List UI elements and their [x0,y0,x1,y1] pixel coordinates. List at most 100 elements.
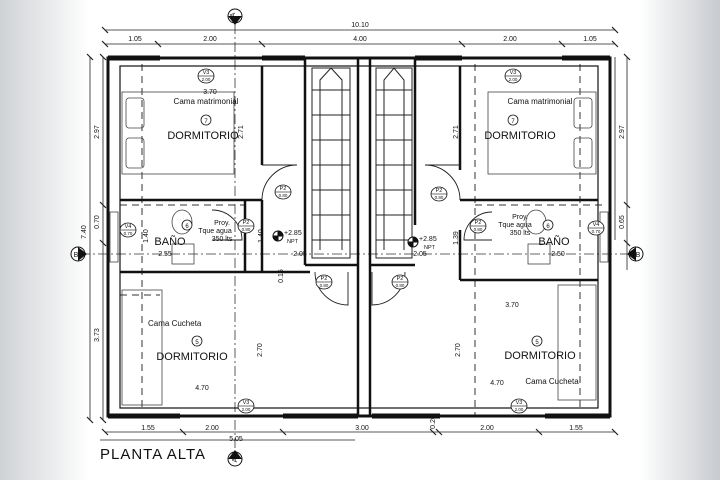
tag-v3-top-left: V3 2.00 [197,68,215,84]
tank-line2-l: Tque agua [198,228,232,235]
tag-size: 2.00 [242,407,251,412]
dim-bottom-2: 2.00 [205,425,219,432]
dimension-texts: 10.10 1.05 2.00 4.00 2.00 1.05 2.97 0.70… [81,22,626,443]
dim-left-4: 3.73 [94,328,101,342]
tank-line1-r: Proy. [512,214,528,221]
axis-bubble-a-bottom: A [227,450,243,467]
room-name-tr: DORMITORIO [484,130,556,142]
dim-int-12: 2.05 [413,251,427,258]
room-number-tl: 7 [204,119,208,125]
dim-int-15: 2.70 [455,343,462,357]
room-name-bl: DORMITORIO [156,351,228,363]
level-label-l: NPT [287,239,299,245]
tag-label: V4 [593,222,600,228]
tag-label: P2 [321,276,328,282]
dim-int-9: 4.70 [195,385,209,392]
tag-p2-1: P2 0.80 [274,184,292,200]
dimension-lines [89,29,628,441]
tag-p2-4: P2 0.80 [469,218,487,234]
dim-top-4: 2.00 [503,36,517,43]
tag-size: 2.00 [509,77,518,82]
tag-label: P2 [436,188,443,194]
tag-label: V3 [243,400,250,406]
tag-v3-bottom-left: V3 2.00 [237,398,255,414]
dim-top-3: 4.00 [353,36,367,43]
drawing-title: PLANTA ALTA [100,446,206,463]
dim-int-4: 2.55 [158,251,172,258]
furniture-label-tr: Cama matrimonial [508,97,573,106]
furniture-label-tl: Cama matrimonial [174,97,239,106]
dim-int-10: 2.71 [453,125,460,139]
dim-left-2: 0.70 [94,215,101,229]
room-number-circles [181,114,554,347]
stairs-right [375,67,413,259]
dim-bottom-5: 0.20 [430,415,437,429]
tag-label: P2 [243,220,250,226]
tag-label: P2 [397,276,404,282]
tag-p2-3: P2 0.80 [237,218,255,234]
dim-int-5: 1.40 [258,229,265,243]
tag-label: V3 [510,70,517,76]
tag-label: V4 [125,224,132,230]
dim-bottom-1: 1.55 [141,425,155,432]
door-swings [211,164,493,306]
dim-int-14: 3.70 [505,302,519,309]
tag-size: 2.00 [515,407,524,412]
dim-overall-top: 10.10 [351,22,369,29]
tag-v3-bottom-right: V3 2.00 [510,398,528,414]
tag-size: 0.80 [320,283,329,288]
tag-size: 0.70 [124,231,133,236]
tank-line2-r: Tque agua [498,222,532,229]
dim-left-1: 2.97 [94,125,101,139]
dim-int-11: 1.39 [453,231,460,245]
tag-v4-left: V4 0.70 [119,222,137,238]
tank-line3-l: 350 lts [212,236,233,243]
tag-size: 2.00 [202,77,211,82]
axis-label-b-right: B [636,252,641,259]
tag-label: P2 [475,220,482,226]
tag-size: 0.80 [396,283,405,288]
dim-top-2: 2.00 [203,36,217,43]
tag-label: P2 [280,186,287,192]
room-name-bath-l: BAÑO [154,235,186,248]
axis-bubble-b-left: B [70,246,87,262]
level-value-r: +2.85 [419,236,437,243]
tag-p2-5: P2 0.80 [315,274,333,290]
room-number-br: 5 [535,340,539,346]
stairs-left [311,67,351,259]
dim-int-7: 0.15 [278,269,285,283]
furniture-label-br: Cama Cucheta [525,377,579,386]
tag-size: 0.80 [474,227,483,232]
axis-bubble-a-top: A [227,8,243,25]
tag-label: V3 [516,400,523,406]
dim-int-16: 4.70 [490,380,504,387]
dim-right-1: 2.97 [619,125,626,139]
tag-p2-2: P2 0.80 [430,186,448,202]
tag-size: 0.70 [592,229,601,234]
room-number-bath-r: 6 [546,224,550,230]
dim-bottom-6: 2.00 [480,425,494,432]
tag-label: V3 [203,70,210,76]
tag-p2-6: P2 0.80 [391,274,409,290]
axis-label-a-bottom: A [232,457,239,462]
room-number-bath-l: 6 [185,224,189,230]
level-label-r: NPT [424,245,436,251]
axis-bubble-b-right: B [627,246,644,262]
tank-line1-l: Proy. [214,220,230,227]
dimension-ticks [86,26,631,436]
dim-top-5: 1.05 [583,36,597,43]
room-name-bath-r: BAÑO [538,235,570,248]
dim-bottom-3: 5.05 [229,436,243,443]
room-name-br: DORMITORIO [504,350,576,362]
axis-label-b-left: B [74,252,79,259]
tag-size: 0.80 [435,195,444,200]
dim-int-6: 2.05 [293,251,307,258]
dim-left-3: 7.40 [81,225,88,239]
tag-size: 0.80 [242,227,251,232]
dim-bottom-7: 1.55 [569,425,583,432]
furniture-label-bl: Cama Cucheta [148,319,202,328]
dim-bottom-4: 3.00 [355,425,369,432]
dim-int-13: 2.50 [551,251,565,258]
level-marker-icon [272,230,419,248]
